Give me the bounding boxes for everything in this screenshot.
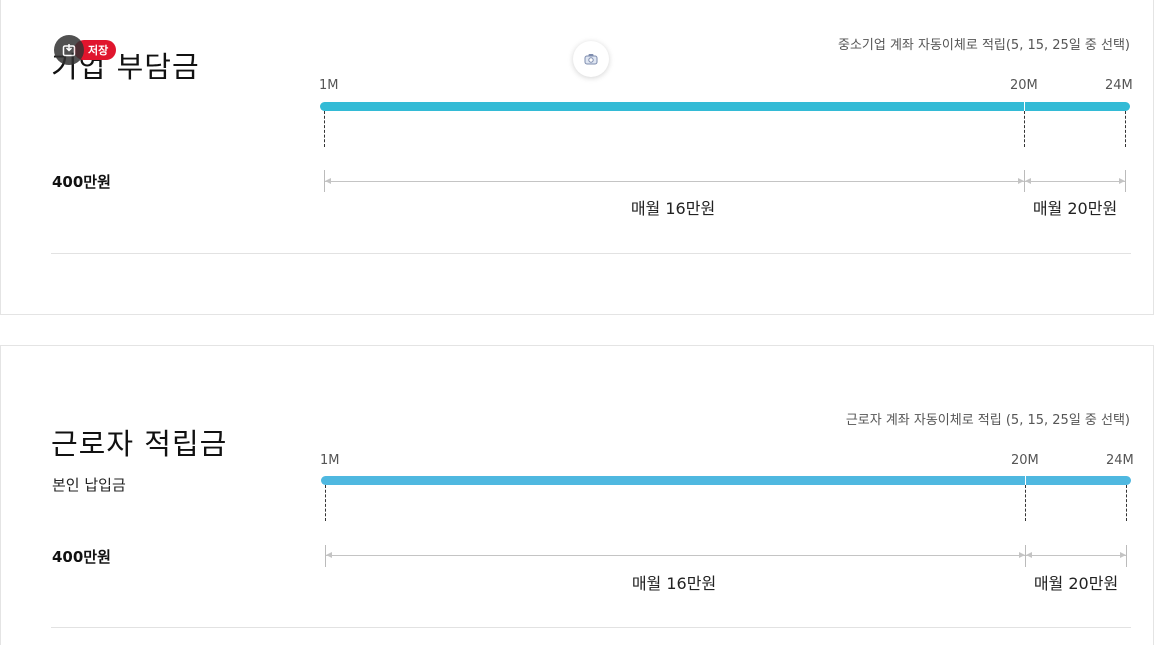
range-tick-start [325,545,326,567]
arrow-left-icon [326,552,332,558]
dash-marker-mid [1024,111,1025,147]
segment-label-1: 매월 16만원 [630,199,716,218]
timeline-bar [321,476,1131,485]
tick-label-mid: 20M [1010,78,1038,93]
range-arrow-2 [1025,181,1125,182]
arrow-left-icon [1026,552,1032,558]
range-tick-mid [1024,170,1025,192]
timeline-bar-split [1024,102,1025,111]
download-icon [54,35,84,65]
arrow-left-icon [1025,178,1031,184]
camera-button[interactable] [573,41,609,77]
tick-label-mid: 20M [1011,453,1039,468]
arrow-right-icon [1120,552,1126,558]
timeline-bar [320,102,1130,111]
segment-label-2: 매월 20만원 [1032,199,1118,218]
tick-label-start: 1M [320,453,340,468]
section-note: 근로자 계좌 자동이체로 적립 (5, 15, 25일 중 선택) [845,413,1130,428]
tick-label-end: 24M [1105,78,1133,93]
dash-marker-end [1125,111,1126,147]
dash-marker-end [1126,485,1127,521]
tick-label-start: 1M [319,78,339,93]
save-label: 저장 [74,40,117,60]
amount-value: 400만원 [52,173,111,191]
range-arrow-1 [326,555,1025,556]
arrow-right-icon [1018,178,1024,184]
dash-marker-start [325,485,326,521]
employee-savings-card: 근로자 적립금 본인 납입금 근로자 계좌 자동이체로 적립 (5, 15, 2… [0,345,1154,645]
dash-marker-start [324,111,325,147]
arrow-right-icon [1019,552,1025,558]
segment-label-2: 매월 20만원 [1033,574,1119,593]
range-tick-mid [1025,545,1026,567]
range-tick-end [1125,170,1126,192]
range-arrow-2 [1026,555,1126,556]
range-tick-start [324,170,325,192]
dash-marker-mid [1025,485,1026,521]
section-subtitle: 본인 납입금 [52,476,126,494]
segment-label-1: 매월 16만원 [631,574,717,593]
amount-value: 400만원 [52,548,111,566]
camera-icon [584,50,598,69]
range-tick-end [1126,545,1127,567]
save-badge[interactable]: 저장 [54,35,117,65]
timeline-bar-split [1025,476,1026,485]
arrow-left-icon [325,178,331,184]
section-divider [51,253,1131,254]
arrow-right-icon [1119,178,1125,184]
range-arrow-1 [325,181,1024,182]
section-note: 중소기업 계좌 자동이체로 적립(5, 15, 25일 중 선택) [837,38,1130,53]
tick-label-end: 24M [1106,453,1134,468]
section-title: 근로자 적립금 [51,427,228,461]
